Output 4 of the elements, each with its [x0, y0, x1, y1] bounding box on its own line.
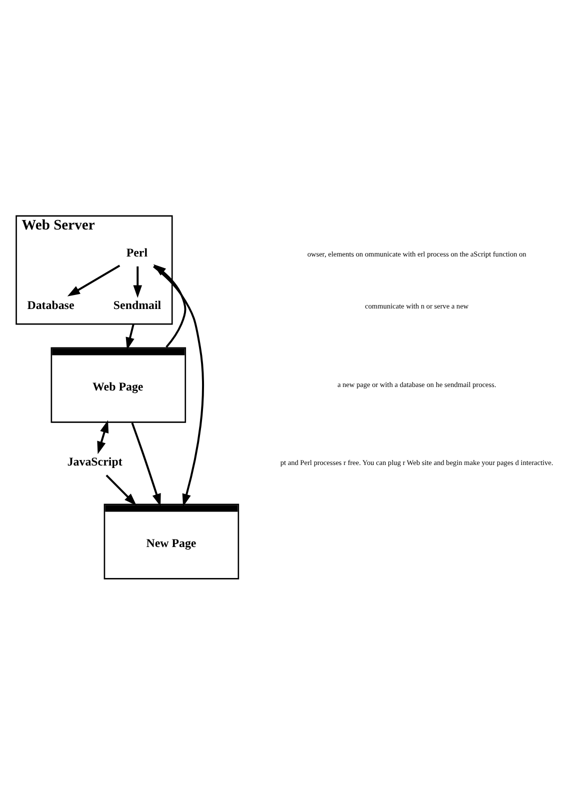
node-text: Perl: [126, 245, 148, 260]
node-text: Sendmail: [113, 298, 162, 312]
node-text: Database: [27, 298, 74, 312]
node-text: JavaScript: [67, 454, 122, 468]
